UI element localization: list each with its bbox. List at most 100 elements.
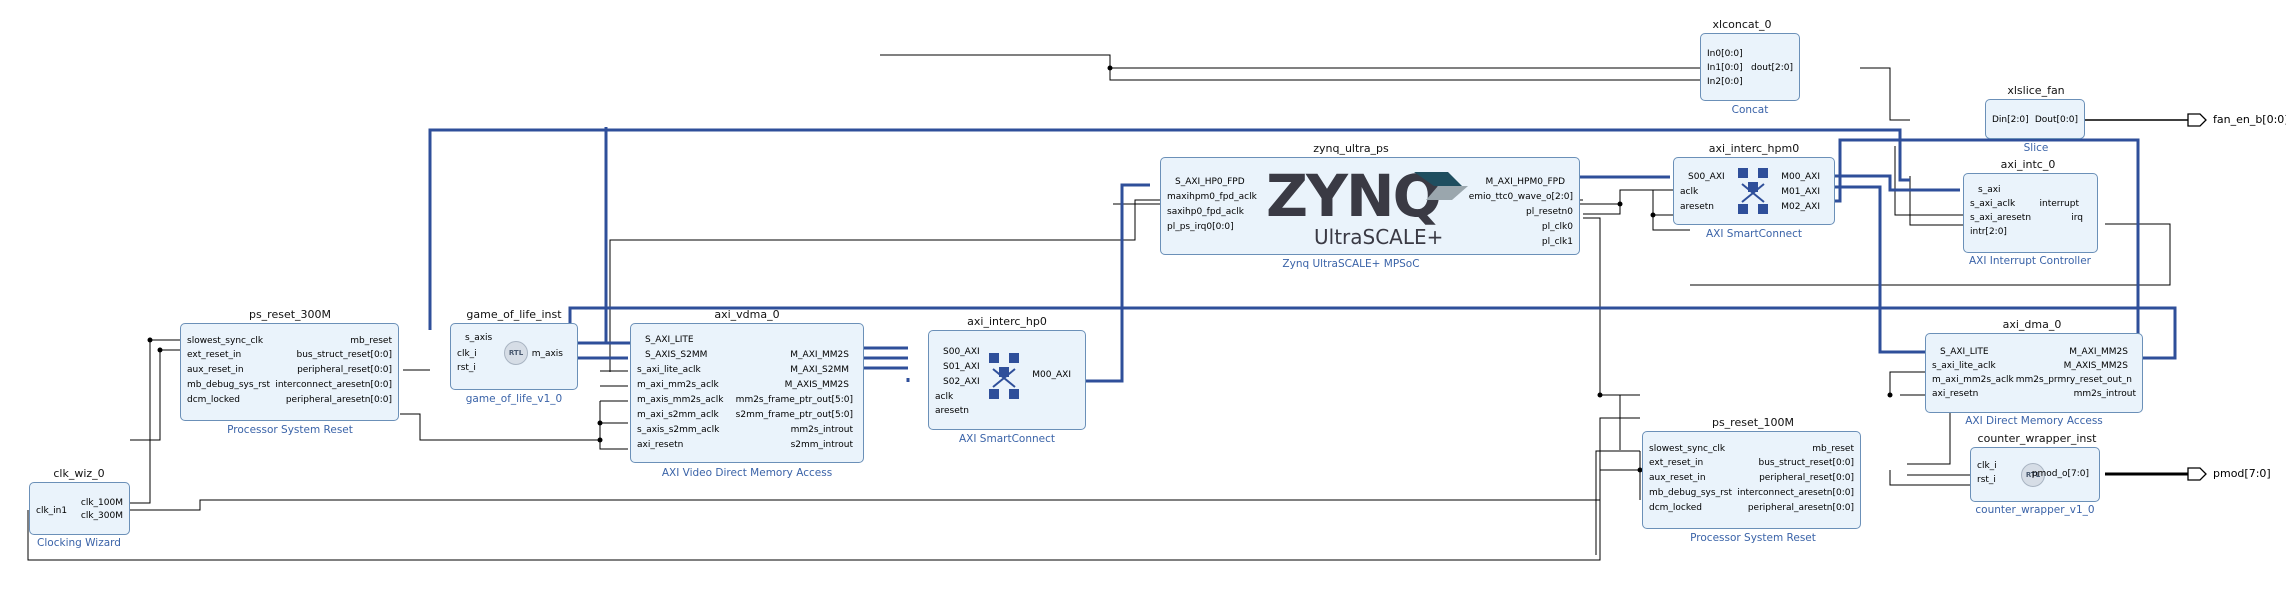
ps-reset-300m-subtitle: Processor System Reset (227, 424, 353, 436)
xlslice-block[interactable]: Din[2:0] Dout[0:0] (1985, 99, 2085, 139)
pin-m-axis-mm2s-aclk: m_axis_mm2s_aclk (637, 395, 724, 405)
pin-in0: In0[0:0] (1707, 49, 1743, 59)
pin-mm2s-introut: mm2s_introut (790, 425, 853, 435)
pin-s-axi-lite: S_AXI_LITE (1940, 347, 1989, 357)
game-of-life-subtitle: game_of_life_v1_0 (465, 393, 563, 405)
pin-m-axis-mm2s: M_AXIS_MM2S (784, 380, 849, 390)
xlconcat-instance-name: xlconcat_0 (1712, 18, 1772, 31)
pin-dcm-locked: dcm_locked (187, 395, 241, 405)
pin-s-axi-lite-aclk: s_axi_lite_aclk (637, 365, 701, 375)
pin-m-axi-mm2s: M_AXI_MM2S (790, 350, 849, 360)
pin-bus-struct-reset: bus_struct_reset[0:0] (1758, 458, 1854, 468)
counter-instance-name: counter_wrapper_inst (1977, 432, 2097, 445)
axi-interc-hp0-subtitle: AXI SmartConnect (959, 433, 1055, 445)
pin-aresetn: aresetn (935, 406, 970, 416)
axi-dma-block[interactable]: S_AXI_LITE s_axi_lite_aclk m_axi_mm2s_ac… (1925, 333, 2143, 413)
xlconcat-subtitle: Concat (1731, 104, 1769, 116)
smartconnect-crossbar-icon (1738, 168, 1768, 214)
pin-mm2s-frame-ptr-out: mm2s_frame_ptr_out[5:0] (735, 395, 853, 405)
pin-ext-reset-in: ext_reset_in (1649, 458, 1704, 468)
axi-intc-subtitle: AXI Interrupt Controller (1968, 255, 2092, 267)
pin-peripheral-aresetn: peripheral_aresetn[0:0] (1747, 503, 1854, 513)
axi-vdma-subtitle: AXI Video Direct Memory Access (661, 467, 833, 479)
pin-peripheral-reset: peripheral_reset[0:0] (1759, 473, 1854, 483)
pin-m-axi-mm2s: M_AXI_MM2S (2069, 347, 2128, 357)
pin-m00-axi: M00_AXI (1781, 172, 1820, 182)
xlslice-subtitle: Slice (2023, 142, 2049, 154)
fan-port-arrow (2187, 113, 2207, 127)
axi-interc-hp0-block[interactable]: S00_AXI S01_AXI S02_AXI aclk aresetn M00… (928, 330, 1086, 430)
pin-s-axi-lite: S_AXI_LITE (645, 335, 694, 345)
pin-s-axi-aresetn: s_axi_aresetn (1970, 213, 2032, 223)
counter-subtitle: counter_wrapper_v1_0 (1975, 504, 2095, 516)
pin-mb-debug-sys-rst: mb_debug_sys_rst (187, 380, 270, 390)
pin-s00-axi: S00_AXI (1688, 172, 1725, 182)
pin-aclk: aclk (1680, 187, 1699, 197)
pin-interconnect-aresetn: interconnect_aresetn[0:0] (275, 380, 392, 390)
pin-peripheral-reset: peripheral_reset[0:0] (297, 365, 392, 375)
pin-s01-axi: S01_AXI (943, 362, 980, 372)
pin-pl-clk0: pl_clk0 (1541, 222, 1573, 232)
axi-intc-instance-name: axi_intc_0 (2000, 158, 2056, 171)
axi-interc-hpm0-block[interactable]: S00_AXI aclk aresetn M00_AXI M01_AXI M02… (1673, 157, 1835, 225)
pin-m00-axi: M00_AXI (1032, 370, 1071, 380)
pin-m-axi-mm2s-aclk: m_axi_mm2s_aclk (1932, 375, 2014, 385)
axi-vdma-instance-name: axi_vdma_0 (714, 308, 780, 321)
pin-s2mm-introut: s2mm_introut (790, 440, 853, 450)
pin-dcm-locked: dcm_locked (1649, 503, 1703, 513)
pin-s-axi: s_axi (1978, 185, 2001, 195)
pin-peripheral-aresetn: peripheral_aresetn[0:0] (285, 395, 392, 405)
pmod-port-arrow (2187, 467, 2207, 481)
pin-bus-struct-reset: bus_struct_reset[0:0] (296, 350, 392, 360)
ps-reset-100m-instance-name: ps_reset_100M (1711, 416, 1795, 429)
pin-interrupt: interrupt (2039, 199, 2079, 209)
pin-mb-debug-sys-rst: mb_debug_sys_rst (1649, 488, 1732, 498)
pin-rst-i: rst_i (1977, 475, 1996, 485)
rtl-badge: RTL (504, 341, 528, 365)
pin-mb-reset: mb_reset (350, 336, 392, 346)
zynq-instance-name: zynq_ultra_ps (1313, 142, 1389, 155)
pin-pl-resetn0: pl_resetn0 (1526, 207, 1573, 217)
pin-maxihpm0-fpd-aclk: maxihpm0_fpd_aclk (1167, 192, 1257, 202)
ps-reset-100m-block[interactable]: slowest_sync_clk ext_reset_in aux_reset_… (1642, 431, 1861, 529)
clk-net-global (27, 417, 1640, 561)
xlconcat-block[interactable]: In0[0:0] In1[0:0] In2[0:0] dout[2:0] (1700, 33, 1800, 101)
ps-reset-300m-block[interactable]: slowest_sync_clk ext_reset_in aux_reset_… (180, 323, 399, 421)
pin-clk-i: clk_i (1977, 461, 1997, 471)
zynq-ultrascale-logo: ZYNQ UltraSCALE+ (1266, 164, 1468, 250)
axi-interc-hpm0-subtitle: AXI SmartConnect (1706, 228, 1802, 240)
axi-dma-subtitle: AXI Direct Memory Access (1965, 415, 2103, 427)
clk-wiz-instance-name: clk_wiz_0 (53, 467, 105, 480)
pin-emio-ttc0-wave-o: emio_ttc0_wave_o[2:0] (1468, 192, 1573, 202)
zynq-subtitle: Zynq UltraSCALE+ MPSoC (1282, 258, 1420, 270)
pin-in1: In1[0:0] (1707, 63, 1743, 73)
pin-axi-resetn: axi_resetn (1932, 389, 1979, 399)
pin-clk-in1: clk_in1 (36, 506, 68, 516)
pin-ext-reset-in: ext_reset_in (187, 350, 242, 360)
pin-mm2s-introut: mm2s_introut (2073, 389, 2136, 399)
zynq-swoosh-icon (1414, 172, 1468, 200)
pin-dout: Dout[0:0] (2034, 115, 2078, 125)
axi-interc-hp0-instance-name: axi_interc_hp0 (967, 315, 1047, 328)
fan-en-b-port-label: fan_en_b[0:0] (2213, 113, 2286, 126)
game-of-life-block[interactable]: s_axis clk_i rst_i RTL m_axis (450, 323, 578, 390)
game-of-life-instance-name: game_of_life_inst (466, 308, 562, 321)
axi-intc-block[interactable]: s_axi s_axi_aclk s_axi_aresetn intr[2:0]… (1963, 173, 2098, 253)
pin-mm2s-prmry-reset-out-n: mm2s_prmry_reset_out_n (2015, 375, 2132, 385)
clk-wiz-block[interactable]: clk_in1 clk_100M clk_300M (29, 482, 130, 535)
pin-s-axi-hp0-fpd: S_AXI_HP0_FPD (1175, 177, 1245, 187)
pin-intr: intr[2:0] (1970, 227, 2007, 237)
axi-vdma-block[interactable]: S_AXI_LITE S_AXIS_S2MM s_axi_lite_aclk m… (630, 323, 864, 463)
pin-irq: irq (2071, 213, 2083, 223)
pin-clk-300m: clk_300M (80, 511, 123, 521)
smartconnect-crossbar-icon (989, 353, 1019, 399)
pin-axi-resetn: axi_resetn (637, 440, 684, 450)
pin-m-axis-mm2s: M_AXIS_MM2S (2063, 361, 2128, 371)
zynq-block[interactable]: S_AXI_HP0_FPD maxihpm0_fpd_aclk saxihp0_… (1160, 157, 1580, 255)
pin-m-axi-hpm0-fpd: M_AXI_HPM0_FPD (1485, 177, 1565, 187)
pin-slowest-sync-clk: slowest_sync_clk (187, 336, 264, 346)
pmod-port-label: pmod[7:0] (2213, 467, 2271, 480)
clk-300m-net (130, 339, 180, 504)
counter-block[interactable]: clk_i rst_i RTL pmod_o[7:0] (1970, 447, 2100, 502)
pin-s-axi-lite-aclk: s_axi_lite_aclk (1932, 361, 1996, 371)
